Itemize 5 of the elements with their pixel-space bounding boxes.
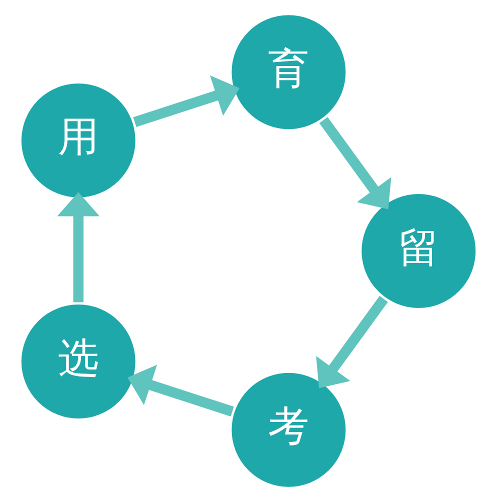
arrow xyxy=(316,295,388,388)
arrow xyxy=(318,116,391,209)
arrow xyxy=(126,364,234,416)
arrow xyxy=(132,74,240,127)
arrow xyxy=(56,192,100,302)
